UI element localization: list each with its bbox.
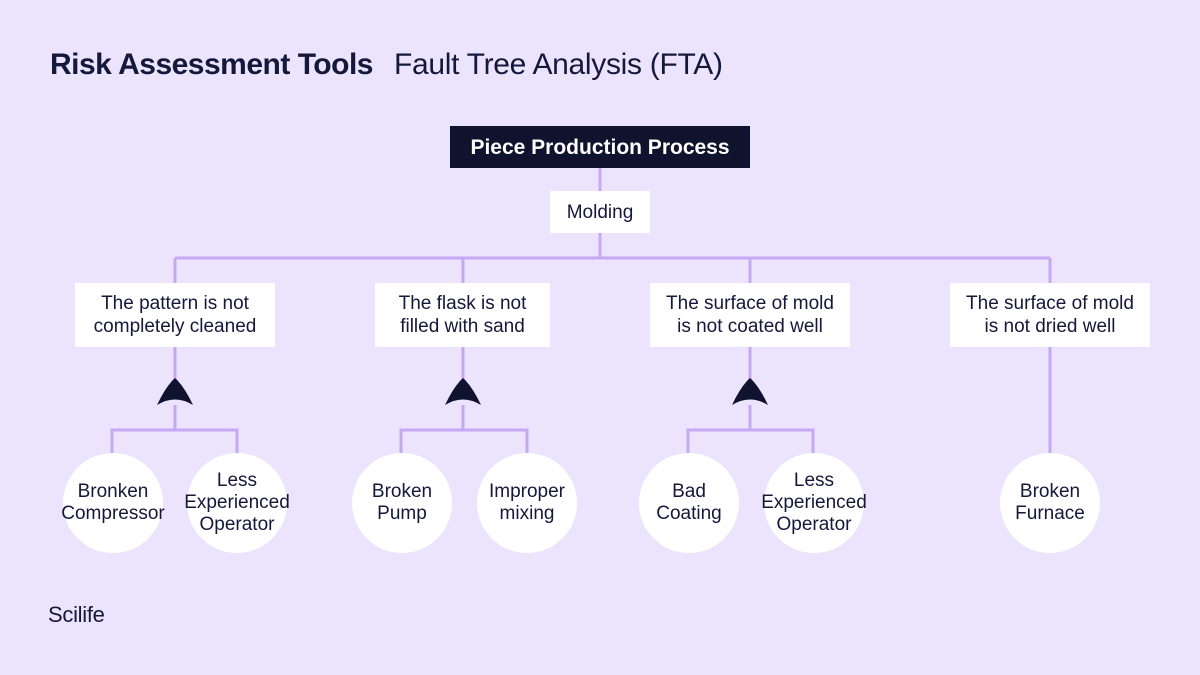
page-title: Risk Assessment Tools xyxy=(50,48,373,81)
cause-node: Broken Furnace xyxy=(1000,453,1100,553)
connector-gate-3-causes xyxy=(686,428,815,456)
and-gate-icon xyxy=(157,378,193,405)
and-gate-icon xyxy=(445,378,481,405)
cause-node: Bad Coating xyxy=(639,453,739,553)
cause-node: Less Experienced Operator xyxy=(184,453,290,553)
cause-node: Improper mixing xyxy=(477,453,577,553)
cause-node: Broken Pump xyxy=(352,453,452,553)
molding-event-box: Molding xyxy=(550,191,650,233)
connector-gate-2-causes xyxy=(399,428,529,456)
branch-event-box-2: The flask is not filled with sand xyxy=(375,283,550,347)
root-event-box: Piece Production Process xyxy=(450,126,750,168)
branch-event-box-4: The surface of mold is not dried well xyxy=(950,283,1150,347)
brand-logo: Scilife xyxy=(48,602,105,627)
cause-node: Less Experienced Operator xyxy=(761,453,867,553)
branch-event-box-1: The pattern is not completely cleaned xyxy=(75,283,275,347)
page-subtitle: Fault Tree Analysis (FTA) xyxy=(394,48,723,81)
cause-node: Bronken Compressor xyxy=(61,453,165,553)
and-gate-icon xyxy=(732,378,768,405)
branch-event-box-3: The surface of mold is not coated well xyxy=(650,283,850,347)
connector-gate-1-causes xyxy=(110,428,239,456)
